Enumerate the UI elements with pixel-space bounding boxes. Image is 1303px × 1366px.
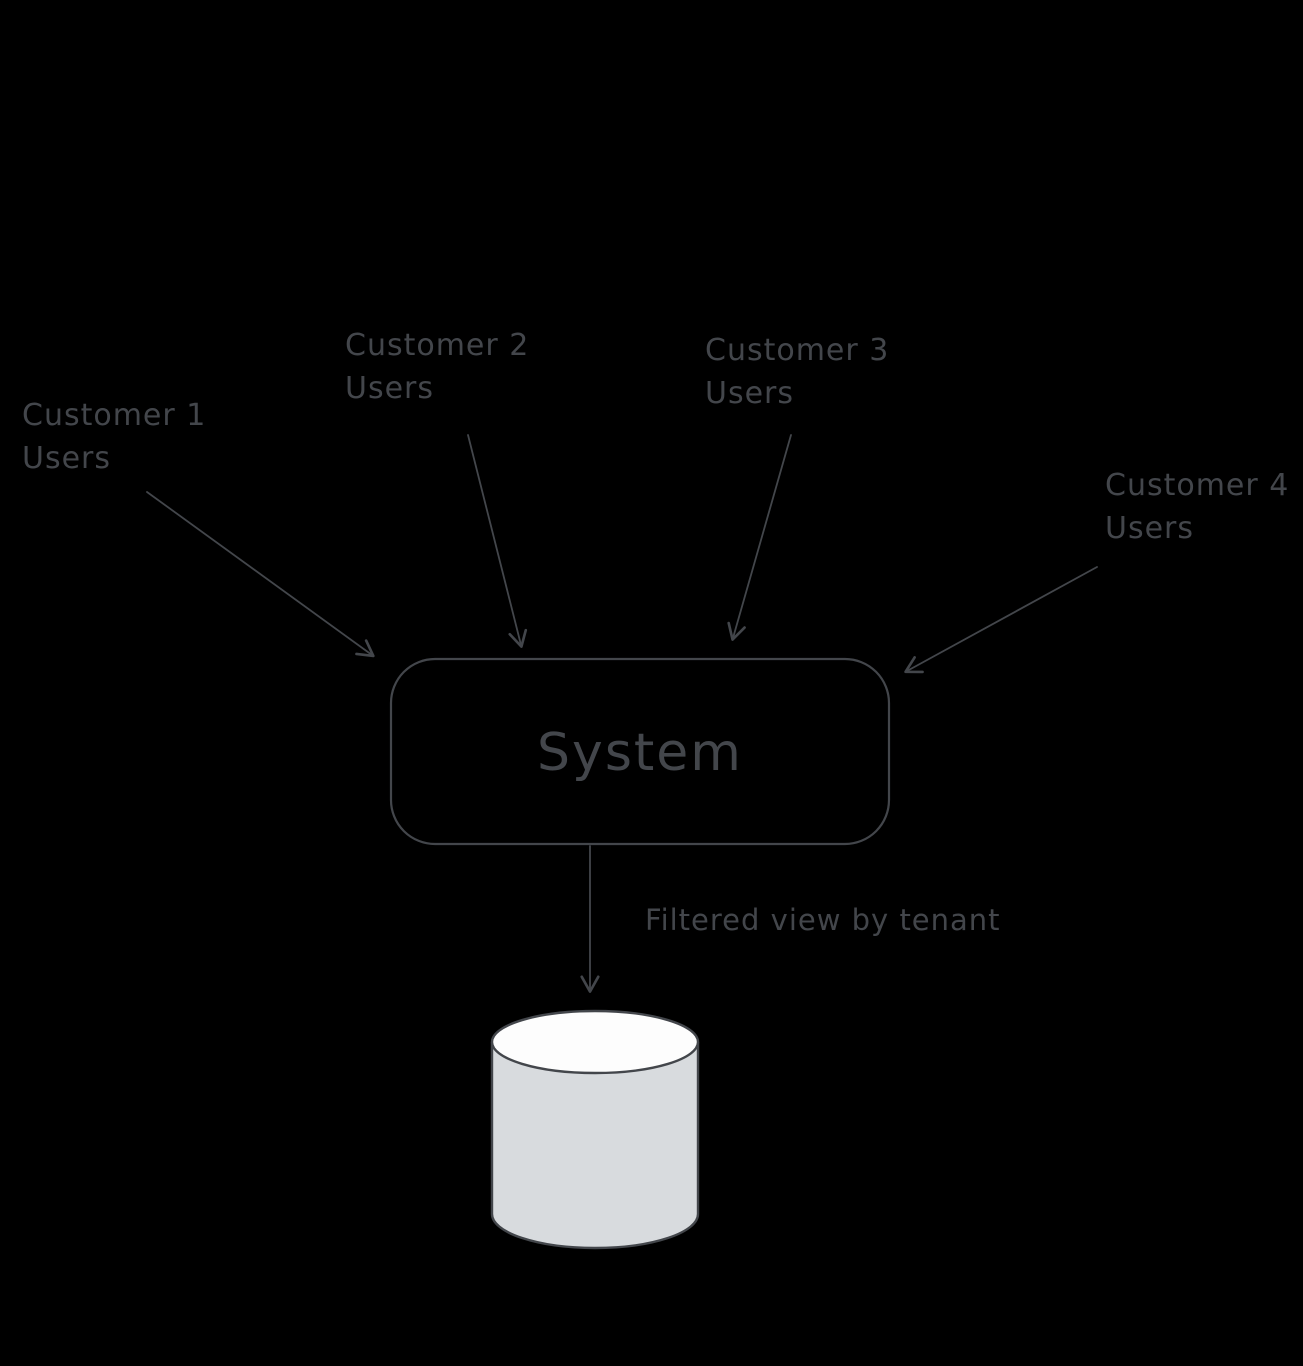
arrow-customer-1-to-system <box>146 491 375 658</box>
customer-1-line1: Customer 1 <box>22 398 206 433</box>
label-customer-2-users: Customer 2 Users <box>345 328 529 406</box>
arrow-customer-2-to-system <box>467 434 528 648</box>
customer-2-line1: Customer 2 <box>345 328 529 363</box>
arrow-customer-3-to-system <box>727 434 792 641</box>
customer-4-line1: Customer 4 <box>1105 468 1289 503</box>
customer-2-line2: Users <box>345 371 434 406</box>
customer-3-line1: Customer 3 <box>705 333 889 368</box>
edge-label-filtered-view: Filtered view by tenant <box>645 903 1001 937</box>
customer-1-line2: Users <box>22 441 111 476</box>
database-top <box>490 1009 700 1075</box>
arrow-customer-4-to-system <box>904 566 1098 674</box>
customer-3-line2: Users <box>705 376 794 411</box>
node-database <box>490 1009 700 1250</box>
node-system: System <box>389 657 891 846</box>
database-body <box>490 1042 700 1250</box>
system-label: System <box>537 723 743 783</box>
label-customer-3-users: Customer 3 Users <box>705 333 889 411</box>
label-customer-1-users: Customer 1 Users <box>22 398 206 476</box>
label-customer-4-users: Customer 4 Users <box>1105 468 1289 546</box>
customer-4-line2: Users <box>1105 511 1194 546</box>
system-box <box>389 657 891 846</box>
